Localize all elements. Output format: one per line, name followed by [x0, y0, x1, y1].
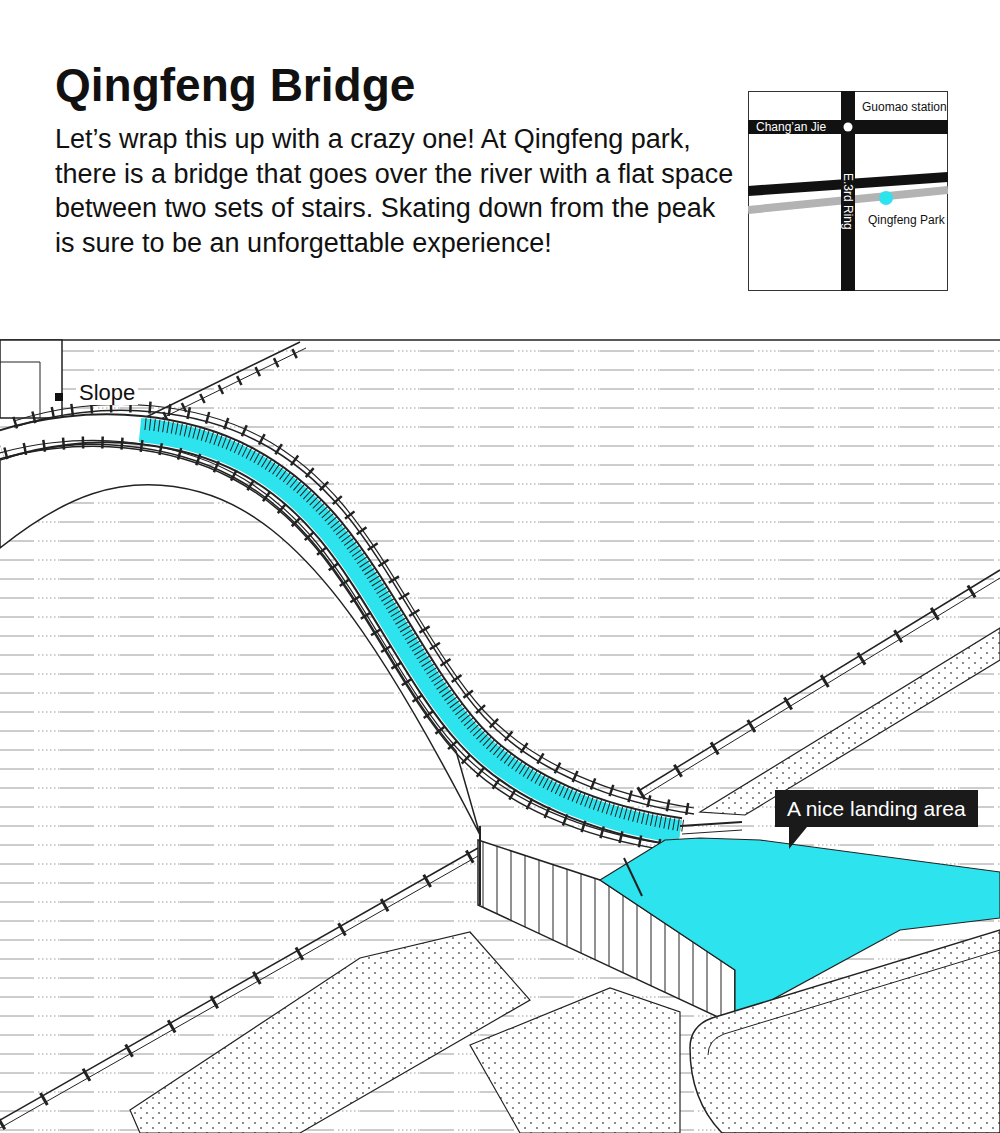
- location-map: Guomao stationChang’an JieE.3rd RingQing…: [748, 91, 948, 291]
- callout-pointer: [789, 827, 807, 849]
- planter: [690, 930, 1000, 1133]
- front-railing: [0, 440, 666, 850]
- right-bank: [640, 570, 1000, 815]
- frame-line: [0, 339, 1000, 341]
- map-frame: [749, 92, 948, 291]
- station-dot: [844, 123, 853, 132]
- street-name: Chang’an Jie: [756, 120, 826, 134]
- building-edge: [0, 362, 40, 418]
- back-railing: [14, 404, 694, 814]
- road-line: [841, 91, 855, 291]
- building: [0, 340, 62, 418]
- callout-box: A nice landing area: [775, 790, 978, 827]
- description: Let’s wrap this up with a crazy one! At …: [55, 122, 740, 260]
- slope-marker: [55, 393, 63, 401]
- planter: [470, 988, 680, 1133]
- stair-steps: [145, 424, 685, 826]
- park-name: Qingfeng Park: [868, 213, 945, 227]
- river-water: [0, 340, 1000, 1133]
- park-dot: [879, 191, 893, 205]
- stair-gate: [624, 822, 742, 896]
- station-name: Guomao station: [862, 100, 947, 114]
- wall-post: [479, 826, 481, 905]
- slope-label: Slope: [76, 381, 138, 405]
- planter-edge: [708, 950, 1000, 1055]
- callout-text: A nice landing area: [787, 797, 966, 820]
- planter: [130, 932, 530, 1133]
- road-name: E.3rd Ring: [841, 173, 855, 230]
- title: Qingfeng Bridge: [55, 62, 415, 108]
